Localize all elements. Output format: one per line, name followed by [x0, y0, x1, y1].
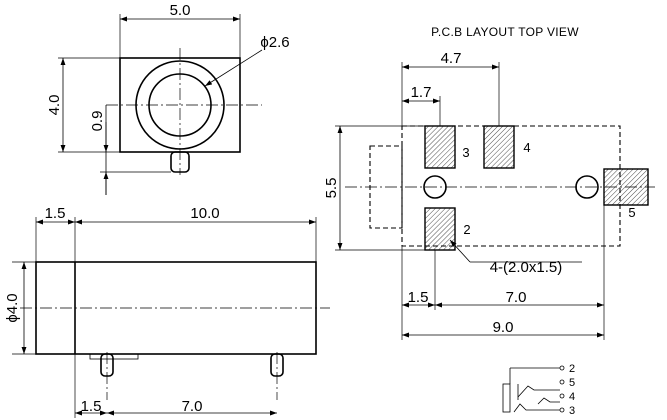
dim-5-0-label: 5.0 — [170, 2, 191, 19]
dim-phi-4-0-label: ϕ4.0 — [4, 293, 21, 322]
dim-7-0-bottom-label: 7.0 — [182, 398, 203, 415]
schematic-pin-5: 5 — [569, 377, 575, 389]
dim-1-5-top-label: 1.5 — [45, 205, 66, 222]
phi-2-6-leader — [204, 49, 263, 87]
bottom-tab — [89, 353, 139, 360]
schematic-symbol: 2 5 4 3 — [502, 363, 575, 417]
jack-sleeve — [502, 383, 511, 413]
pad-4 — [483, 125, 515, 169]
pad-3 — [424, 125, 456, 169]
pad-4-label: 4 — [523, 140, 530, 155]
pad-size-leader — [449, 239, 471, 263]
dim-4-7-label: 4.7 — [441, 50, 462, 67]
dim-1-5-pcb-label: 1.5 — [408, 289, 429, 306]
dim-10-0-label: 10.0 — [190, 205, 219, 222]
schematic-pin-3: 3 — [569, 405, 575, 417]
mount-hole-front — [423, 175, 447, 199]
schematic-pin-2: 2 — [569, 363, 575, 375]
dim-5-5-label: 5.5 — [323, 178, 340, 199]
dim-0-9-label: 0.9 — [89, 111, 106, 132]
dim-1-5-bottom-label: 1.5 — [81, 398, 102, 415]
phi-2-6-label: ϕ2.6 — [260, 34, 289, 51]
dim-9-0-label: 9.0 — [493, 319, 514, 336]
dim-7-0-pcb-label: 7.0 — [506, 289, 527, 306]
side-view: 1.5 10.0 ϕ4.0 1.5 7.0 — [4, 205, 330, 418]
dim-1-7-label: 1.7 — [411, 84, 432, 101]
pad-2-label: 2 — [463, 222, 470, 237]
pad-size-note: 4-(2.0x1.5) — [490, 259, 563, 276]
mount-hole-rear — [575, 175, 599, 199]
pad-3-label: 3 — [462, 145, 469, 160]
pad-5 — [603, 168, 649, 206]
pad-2 — [424, 207, 456, 251]
pad-5-label: 5 — [628, 205, 635, 220]
front-view: 5.0 4.0 0.9 ϕ2.6 — [46, 2, 290, 195]
schematic-pin-4: 4 — [569, 391, 575, 403]
dim-4-0-label: 4.0 — [46, 95, 63, 116]
pcb-layout-title: P.C.B LAYOUT TOP VIEW — [431, 25, 579, 39]
pcb-layout: P.C.B LAYOUT TOP VIEW 3 4 2 5 4.7 1.7 — [323, 25, 655, 340]
